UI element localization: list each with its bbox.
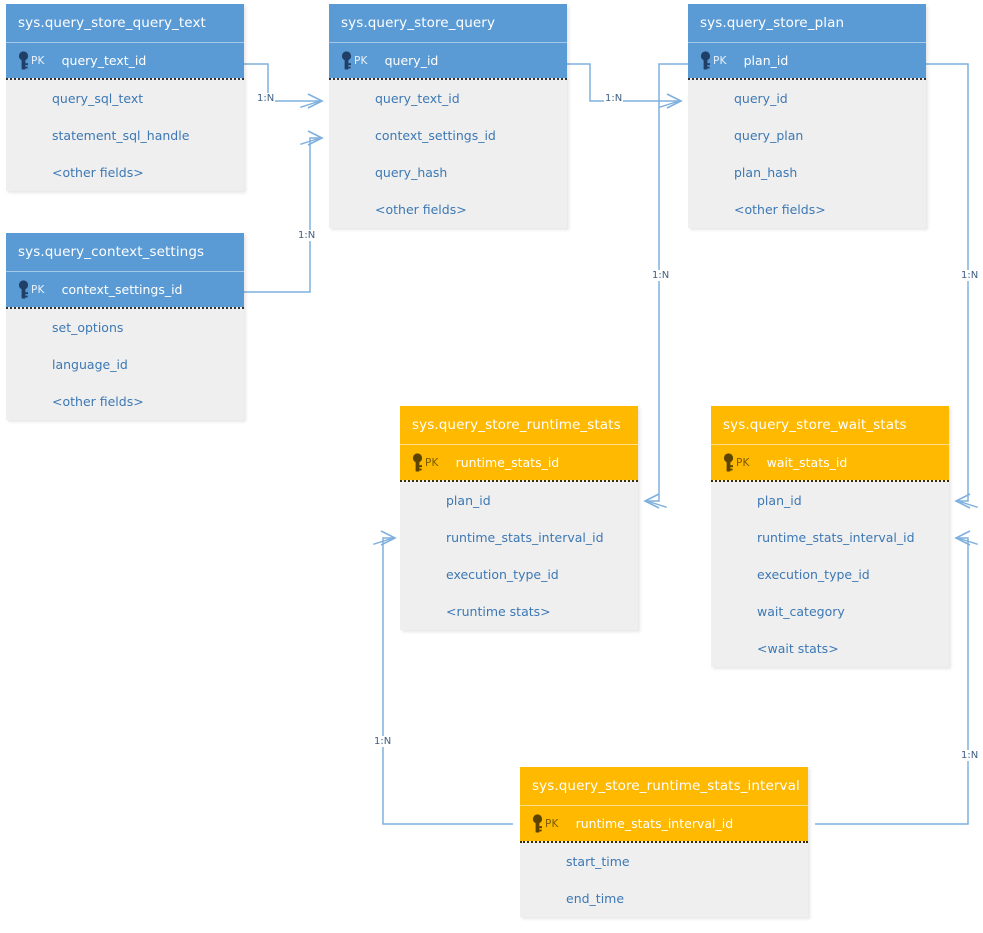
field-row[interactable]: wait_category [757, 604, 845, 619]
entity-pk-row-query_text[interactable]: PK query_text_id [6, 42, 244, 78]
cardinality-label: 1:N [651, 270, 671, 281]
field-row[interactable]: <other fields> [52, 394, 144, 409]
field-row[interactable]: language_id [52, 357, 128, 372]
connector-rel-plan-runtime [645, 63, 688, 502]
crowfoot-arrow-icon [954, 530, 978, 546]
field-row[interactable]: query_plan [734, 128, 804, 143]
pk-field-wait_stats: wait_stats_id [766, 455, 848, 470]
cardinality-label: 1:N [604, 93, 624, 104]
pk-field-context_settings: context_settings_id [61, 282, 183, 297]
pk-badge-query: PK [354, 54, 368, 67]
field-row[interactable]: end_time [566, 891, 625, 906]
field-row[interactable]: <runtime stats> [446, 604, 551, 619]
primary-key-icon [18, 280, 29, 299]
field-row[interactable]: <other fields> [52, 165, 144, 180]
crowfoot-arrow-icon [659, 93, 683, 109]
entity-title-wait_stats: sys.query_store_wait_stats [711, 406, 949, 444]
primary-key-icon [723, 453, 734, 472]
entity-fields-wait_stats: plan_id runtime_stats_interval_id executio… [711, 480, 949, 667]
pk-field-plan: plan_id [743, 53, 789, 68]
entity-title-query: sys.query_store_query [329, 4, 567, 42]
entity-pk-row-wait_stats[interactable]: PK wait_stats_id [711, 444, 949, 480]
field-row[interactable]: query_id [734, 91, 788, 106]
field-row[interactable]: execution_type_id [757, 567, 870, 582]
field-row[interactable]: plan_hash [734, 165, 798, 180]
pk-badge-query_text: PK [31, 54, 45, 67]
entity-fields-query_text: query_sql_text statement_sql_handle <other… [6, 78, 244, 191]
field-row[interactable]: query_text_id [375, 91, 460, 106]
entity-title-context_settings: sys.query_context_settings [6, 233, 244, 271]
entity-pk-row-interval[interactable]: PK runtime_stats_interval_id [520, 805, 808, 841]
entity-fields-plan: query_id query_plan plan_hash <other fields… [688, 78, 926, 228]
field-row[interactable]: plan_id [446, 493, 491, 508]
primary-key-icon [412, 453, 423, 472]
entity-pk-row-query[interactable]: PK query_id [329, 42, 567, 78]
connector-rel-context-query [244, 137, 322, 293]
cardinality-label: 1:N [256, 93, 276, 104]
cardinality-label: 1:N [960, 270, 980, 281]
crowfoot-arrow-icon [954, 493, 978, 509]
connector-rel-query-plan [567, 63, 681, 102]
pk-field-runtime_stats: runtime_stats_id [455, 455, 560, 470]
pk-field-interval: runtime_stats_interval_id [575, 816, 734, 831]
field-row[interactable]: <other fields> [375, 202, 467, 217]
pk-badge-wait_stats: PK [736, 456, 750, 469]
crowfoot-arrow-icon [300, 93, 324, 109]
entity-pk-row-context_settings[interactable]: PK context_settings_id [6, 271, 244, 307]
pk-field-query: query_id [384, 53, 439, 68]
entity-fields-runtime_stats: plan_id runtime_stats_interval_id executio… [400, 480, 638, 630]
entity-fields-query: query_text_id context_settings_id query_ha… [329, 78, 567, 228]
field-row[interactable]: plan_id [757, 493, 802, 508]
field-row[interactable]: query_hash [375, 165, 448, 180]
field-row[interactable]: runtime_stats_interval_id [757, 530, 915, 545]
primary-key-icon [18, 51, 29, 70]
entity-pk-row-runtime_stats[interactable]: PK runtime_stats_id [400, 444, 638, 480]
field-row[interactable]: start_time [566, 854, 630, 869]
entity-title-runtime_stats: sys.query_store_runtime_stats [400, 406, 638, 444]
entity-title-plan: sys.query_store_plan [688, 4, 926, 42]
entity-fields-interval: start_time end_time [520, 841, 808, 917]
field-row[interactable]: execution_type_id [446, 567, 559, 582]
pk-field-query_text: query_text_id [61, 53, 147, 68]
pk-badge-runtime_stats: PK [425, 456, 439, 469]
field-row[interactable]: <other fields> [734, 202, 826, 217]
entity-title-interval: sys.query_store_runtime_stats_interval [520, 767, 808, 805]
primary-key-icon [341, 51, 352, 70]
cardinality-label: 1:N [373, 736, 393, 747]
field-row[interactable]: set_options [52, 320, 124, 335]
entity-fields-context_settings: set_options language_id <other fields> [6, 307, 244, 420]
field-row[interactable]: statement_sql_handle [52, 128, 190, 143]
crowfoot-arrow-icon [300, 130, 324, 146]
entity-title-query_text: sys.query_store_query_text [6, 4, 244, 42]
field-row[interactable]: context_settings_id [375, 128, 496, 143]
field-row[interactable]: <wait stats> [757, 641, 839, 656]
crowfoot-arrow-icon [373, 530, 397, 546]
field-row[interactable]: runtime_stats_interval_id [446, 530, 604, 545]
pk-badge-plan: PK [713, 54, 727, 67]
cardinality-label: 1:N [297, 230, 317, 241]
primary-key-icon [700, 51, 711, 70]
pk-badge-interval: PK [545, 817, 559, 830]
entity-pk-row-plan[interactable]: PK plan_id [688, 42, 926, 78]
crowfoot-arrow-icon [643, 493, 667, 509]
primary-key-icon [532, 814, 543, 833]
cardinality-label: 1:N [960, 750, 980, 761]
pk-badge-context_settings: PK [31, 283, 45, 296]
field-row[interactable]: query_sql_text [52, 91, 144, 106]
